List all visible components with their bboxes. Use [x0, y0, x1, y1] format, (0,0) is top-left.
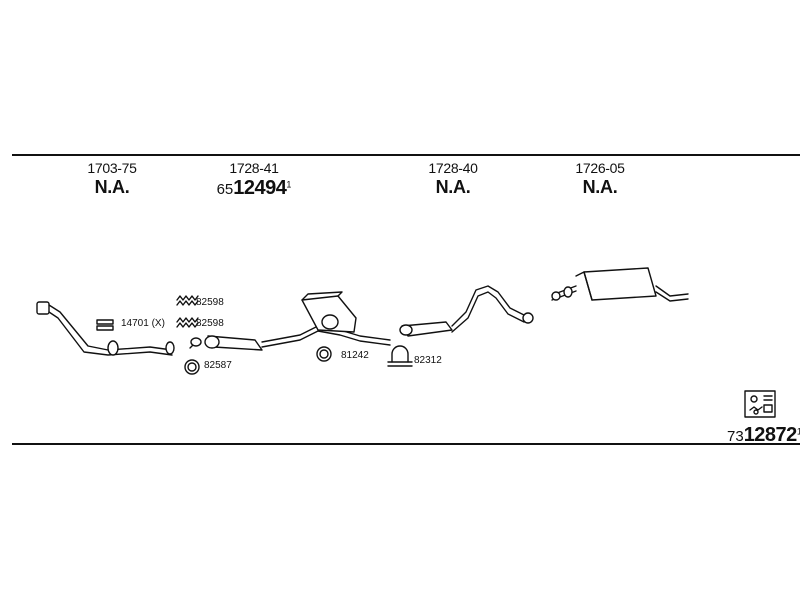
- part-column-1703-75: 1703-75 N.A.: [87, 160, 137, 198]
- top-rule: [12, 154, 800, 156]
- part-status: N.A.: [582, 177, 618, 197]
- mounting-kit-icon: [744, 390, 776, 418]
- sealing-ring-label: 82587: [204, 360, 232, 371]
- ref-prefix: 65: [216, 181, 234, 198]
- part-number: 1726-05: [575, 160, 625, 176]
- gasket-label: 14701 (X): [121, 318, 165, 329]
- sealing-ring-label: 81242: [341, 350, 369, 361]
- ref-sup: 1: [286, 179, 292, 190]
- part-column-1726-05: 1726-05 N.A.: [575, 160, 625, 198]
- sealing-ring-icon: [184, 359, 200, 375]
- gasket-icon: [96, 319, 114, 331]
- part-column-1728-40: 1728-40 N.A.: [428, 160, 478, 198]
- centre-silencer-drawing: [301, 291, 357, 333]
- bottom-rule: [12, 443, 800, 445]
- clamp-label: 82312: [414, 355, 442, 366]
- sealing-ring-inner-icon: [187, 362, 197, 372]
- middle-silencer-drawing: [399, 285, 534, 337]
- spring-label: 82598: [196, 297, 224, 308]
- part-status: N.A.: [435, 177, 471, 197]
- part-column-1728-41: 1728-41 65124941: [217, 160, 292, 200]
- part-number: 1728-41: [229, 160, 279, 176]
- part-number: 1703-75: [87, 160, 137, 176]
- front-pipe-drawing: [36, 301, 175, 356]
- rear-silencer-drawing: [551, 267, 689, 302]
- front-silencer-drawing: [189, 325, 391, 351]
- spring-label: 82598: [196, 318, 224, 329]
- ref-main: 12494: [233, 177, 287, 199]
- ref-main: 12872: [743, 424, 798, 446]
- part-number: 1728-40: [428, 160, 478, 176]
- clamp-icon: [387, 345, 413, 367]
- kit-reference: 73128721: [727, 424, 800, 447]
- sealing-ring-icon: [316, 346, 332, 362]
- ref-sup: 1: [796, 426, 800, 437]
- ref-prefix: 73: [727, 428, 744, 445]
- part-status: N.A.: [94, 177, 130, 197]
- sealing-ring-inner-icon: [319, 349, 329, 359]
- part-reference: 65124941: [217, 177, 292, 200]
- spring-icon: [176, 295, 199, 306]
- spring-icon: [176, 317, 199, 328]
